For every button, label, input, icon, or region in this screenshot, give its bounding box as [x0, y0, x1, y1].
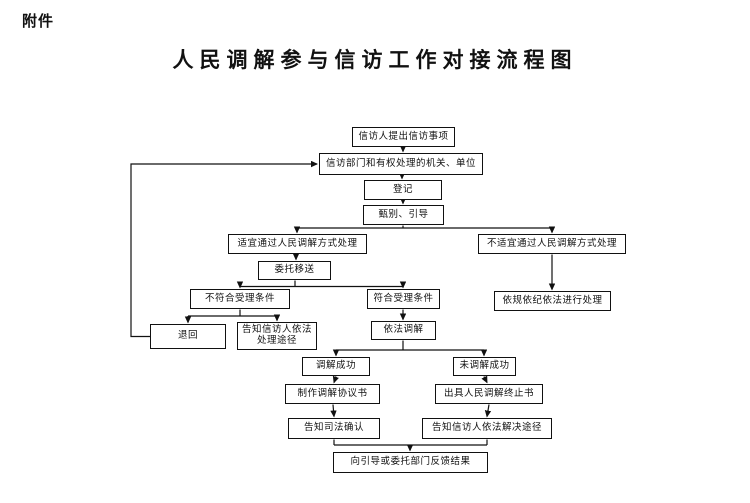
- flow-node-suitable-for-mediation: 适宜通过人民调解方式处理: [228, 234, 367, 254]
- flow-node-feedback-result: 向引导或委托部门反馈结果: [333, 452, 488, 473]
- flow-node-handle-by-rules: 依规依纪依法进行处理: [494, 291, 611, 311]
- attachment-label: 附件: [22, 13, 55, 30]
- page-title: 人民调解参与信访工作对接流程图: [172, 49, 578, 72]
- flow-node-mediation-success: 调解成功: [302, 357, 370, 376]
- flow-node-not-suitable-for-mediation: 不适宜通过人民调解方式处理: [478, 234, 626, 254]
- flow-node-entrust-transfer: 委托移送: [258, 261, 331, 280]
- flow-node-return-back: 退回: [150, 324, 226, 349]
- flow-node-inform-resolve-channel: 告知信访人依法解决途径: [422, 418, 552, 439]
- flow-node-mediation-not-success: 未调解成功: [453, 357, 516, 376]
- flow-node-petition-submit: 信访人提出信访事项: [352, 127, 455, 147]
- flow-node-petition-department: 信访部门和有权处理的机关、单位: [319, 153, 483, 175]
- flow-node-make-agreement: 制作调解协议书: [285, 384, 380, 404]
- flow-node-issue-termination: 出具人民调解终止书: [435, 384, 543, 404]
- flow-node-screen-guide: 甄别、引导: [363, 205, 444, 225]
- flow-node-inform-handle-channel: 告知信访人依法 处理途径: [237, 322, 317, 350]
- flow-node-register: 登记: [364, 180, 442, 200]
- connector-lines: [130, 145, 556, 452]
- flow-node-meet-conditions: 符合受理条件: [367, 289, 440, 309]
- flow-node-mediate-by-law: 依法调解: [371, 321, 436, 340]
- flow-node-not-meet-conditions: 不符合受理条件: [190, 289, 290, 309]
- flow-node-inform-judicial-confirm: 告知司法确认: [288, 418, 380, 439]
